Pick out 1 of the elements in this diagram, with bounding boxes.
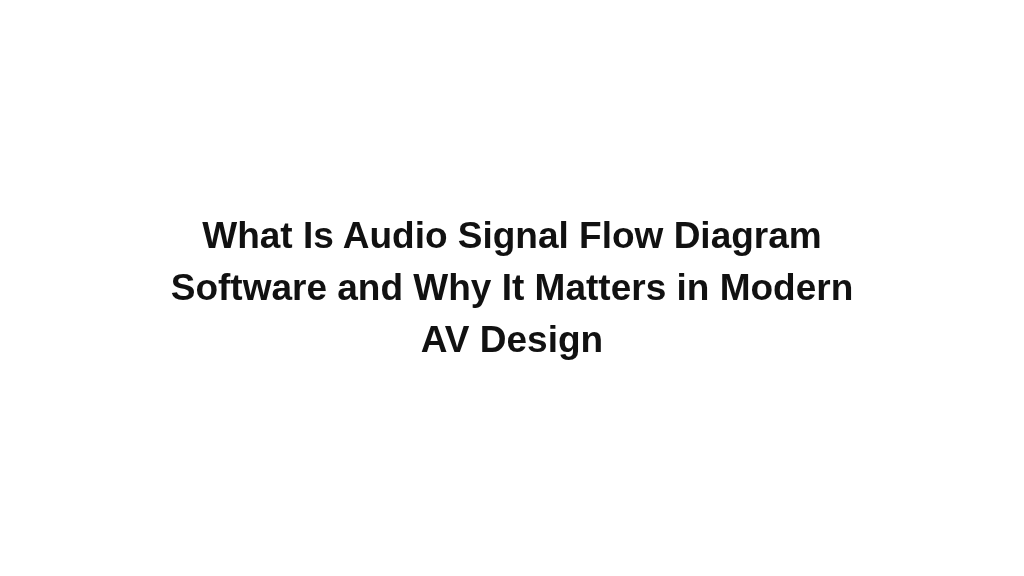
title: What Is Audio Signal Flow Diagram Software and Why It Matters in Modern AV Design [169, 214, 855, 362]
